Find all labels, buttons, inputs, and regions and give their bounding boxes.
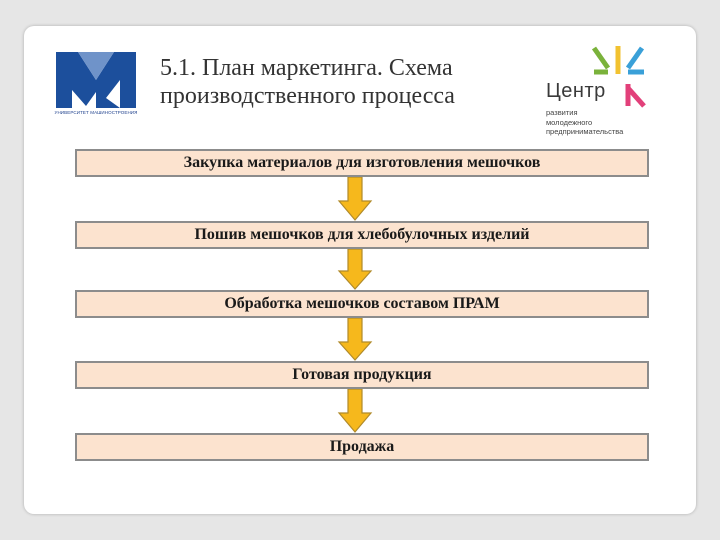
center-logo-word: Центр [546,80,606,102]
flow-arrow-3-icon [337,318,373,361]
center-logo-subtitle: развития молодежного предпринимательства [546,108,623,137]
page-title: 5.1. План маркетинга. Схема производстве… [160,54,540,110]
flow-step-2: Пошив мешочков для хлебобулочных изделий [75,221,649,249]
flow-arrow-1-icon [337,177,373,221]
university-logo-icon [56,52,136,108]
flow-step-4: Готовая продукция [75,361,649,389]
flow-step-1: Закупка материалов для изготовления мешо… [75,149,649,177]
center-subtitle-line-1: развития [546,108,578,117]
center-subtitle-line-3: предпринимательства [546,127,624,136]
title-line-2: производственного процесса [160,83,455,109]
flow-step-5: Продажа [75,433,649,461]
center-logo-icon [591,46,646,108]
flow-arrow-4-icon [337,389,373,433]
title-line-1: 5.1. План маркетинга. Схема [160,55,453,81]
flow-arrow-2-icon [337,249,373,290]
flow-step-3: Обработка мешочков составом ПРАМ [75,290,649,318]
university-logo-caption: УНИВЕРСИТЕТ МАШИНОСТРОЕНИЯ [54,110,138,115]
center-subtitle-line-2: молодежного [546,117,593,127]
